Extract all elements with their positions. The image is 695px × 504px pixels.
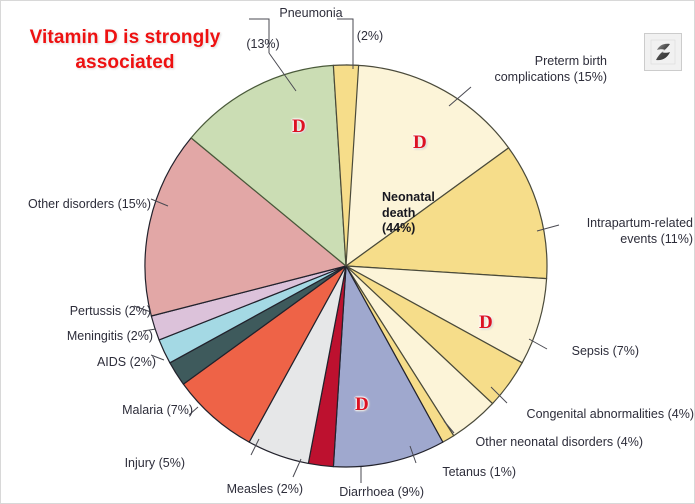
leader-line xyxy=(292,458,302,478)
lightning-bolt-icon[interactable] xyxy=(644,33,682,71)
leader-line xyxy=(142,328,157,332)
leader-line xyxy=(268,52,297,92)
leader-line xyxy=(409,445,417,464)
label-intrapartum: Intrapartum-related events (11%) xyxy=(586,216,693,246)
pie-slice[interactable] xyxy=(144,137,347,317)
d-sepsis-marker: D xyxy=(479,312,493,333)
pie-slice[interactable] xyxy=(345,64,510,267)
label-aids: AIDS (2%) xyxy=(96,355,156,369)
leader-line xyxy=(536,224,560,232)
pie-slice[interactable] xyxy=(332,64,360,267)
label-congenital: Congenital abnormalities (4%) xyxy=(526,407,694,421)
center-label: Neonatal death (44%) xyxy=(382,190,435,235)
d-preterm-marker: D xyxy=(413,132,427,153)
page-title: Vitamin D is strongly associated xyxy=(29,27,221,73)
label-other-neonatal: Other neonatal disorders (4%) xyxy=(475,435,643,449)
leader-lines xyxy=(133,18,560,483)
label-malaria: Malaria (7%) xyxy=(122,403,193,417)
label-pertussis: Pertussis (2%) xyxy=(69,304,151,318)
label-other-neo-2pct: (2%) xyxy=(356,29,384,43)
pneumonia-bracket xyxy=(249,18,354,53)
label-measles: Measles (2%) xyxy=(226,482,303,496)
label-diarrhoea: Diarrhoea (9%) xyxy=(339,485,424,499)
leader-line xyxy=(448,86,472,107)
label-sepsis: Sepsis (7%) xyxy=(571,344,639,358)
label-other-disorders: Other disorders (15%) xyxy=(28,197,151,211)
leader-line xyxy=(250,438,260,456)
leader-line xyxy=(133,305,152,313)
pie-slice[interactable] xyxy=(332,265,444,468)
pie-slices xyxy=(144,64,548,468)
leader-line xyxy=(150,354,165,361)
leader-line xyxy=(150,198,169,207)
leader-line xyxy=(188,406,199,416)
d-pneumonia-marker: D xyxy=(292,116,306,137)
label-meningitis: Meningitis (2%) xyxy=(66,329,153,343)
label-injury: Injury (5%) xyxy=(124,456,185,470)
label-pneumonia: Pneumonia xyxy=(279,6,343,20)
pie-slice[interactable] xyxy=(190,64,347,267)
d-diarrhoea-marker: D xyxy=(355,394,369,415)
label-tetanus: Tetanus (1%) xyxy=(442,465,516,479)
pie-slice[interactable] xyxy=(345,147,548,280)
lightning-bolt-glyph xyxy=(650,39,676,65)
label-preterm: Preterm birth complications (15%) xyxy=(494,54,607,84)
leader-line xyxy=(490,386,508,404)
label-pneumonia-pct: (13%) xyxy=(246,37,280,51)
leader-line xyxy=(528,338,548,350)
leader-line xyxy=(443,420,455,434)
